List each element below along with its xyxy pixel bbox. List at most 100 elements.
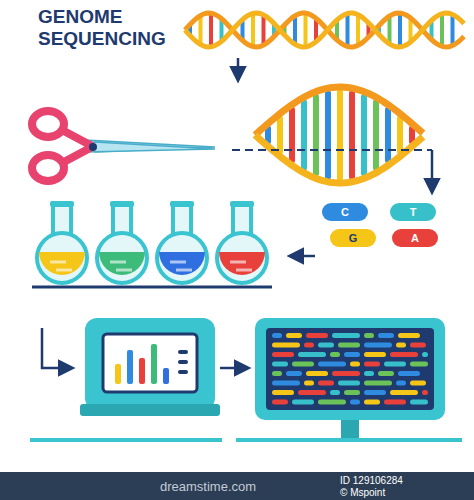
flask-bulb <box>217 233 267 283</box>
base-pair <box>349 93 355 177</box>
flask-liquid <box>39 252 85 275</box>
scissor-handle <box>62 130 92 146</box>
sequence-read <box>286 371 302 376</box>
flask-rim <box>170 201 194 207</box>
base-pair <box>388 16 392 44</box>
base-pair <box>301 102 307 168</box>
base-pair <box>325 93 331 177</box>
sequence-read <box>384 400 406 405</box>
base-pair <box>385 110 391 161</box>
liquid-shine <box>230 261 246 264</box>
sequence-read <box>364 371 374 376</box>
author-credit: © Mspoint <box>340 487 385 498</box>
sequence-read <box>350 362 360 367</box>
liquid-shine <box>116 269 132 272</box>
sequence-read <box>338 343 360 348</box>
base-pair <box>293 16 297 44</box>
screen-mark <box>178 370 188 374</box>
flask-rim <box>50 201 74 207</box>
sequence-read <box>318 362 346 367</box>
monitor-screen <box>266 328 434 410</box>
sequence-read <box>332 333 360 338</box>
sequence-read <box>398 371 420 376</box>
base-pair <box>346 14 350 47</box>
base-pair <box>199 15 203 44</box>
sequence-read <box>364 390 386 395</box>
base-pair <box>304 13 308 47</box>
flask-bulb <box>157 233 207 283</box>
sequence-read <box>318 343 334 348</box>
chart-bar <box>151 344 157 384</box>
chart-bar <box>163 368 169 384</box>
sequence-read <box>390 352 418 357</box>
flow-arrow <box>237 58 240 80</box>
sequence-read <box>378 333 394 338</box>
base-pair <box>265 129 271 142</box>
screen-mark <box>178 350 188 354</box>
sequence-read <box>304 343 314 348</box>
sequence-read <box>378 371 394 376</box>
scissor-pivot <box>89 143 97 151</box>
flask-rim <box>230 201 254 207</box>
dna-strand <box>185 13 464 47</box>
sequence-read <box>304 381 314 386</box>
sequence-read <box>272 400 288 405</box>
base-pair <box>356 15 360 46</box>
image-id: ID 129106284 <box>340 475 403 486</box>
sequence-read <box>272 381 300 386</box>
title-block: GENOME SEQUENCING <box>38 6 178 50</box>
sequencer-base <box>80 404 220 416</box>
sequence-read <box>306 371 328 376</box>
base-letter: C <box>341 206 349 218</box>
base-pair <box>361 97 367 174</box>
base-pill: A <box>392 229 438 247</box>
sequence-read <box>344 352 360 357</box>
base-pair <box>337 92 343 178</box>
screen-mark <box>178 360 188 364</box>
sequence-read <box>272 390 294 395</box>
base-pair <box>440 14 444 47</box>
monitor-frame <box>255 318 445 420</box>
sequence-read <box>364 381 392 386</box>
sequence-read <box>286 333 302 338</box>
sequence-read <box>272 371 282 376</box>
sequence-read <box>292 400 314 405</box>
monitor-stand <box>341 420 359 438</box>
scissor-handle <box>32 155 64 181</box>
sequence-read <box>384 362 406 367</box>
sequence-read <box>410 343 426 348</box>
base-pair <box>409 129 415 142</box>
flask-bulb <box>37 233 87 283</box>
chart-bar <box>127 350 133 384</box>
base-pair <box>251 13 255 46</box>
sequence-read <box>350 400 360 405</box>
sequence-read <box>298 352 326 357</box>
sequence-read <box>330 352 340 357</box>
base-pill: G <box>330 229 376 247</box>
sequence-read <box>398 333 420 338</box>
liquid-shine <box>236 269 252 272</box>
sequence-read <box>422 390 428 395</box>
sequence-read <box>318 400 346 405</box>
sequence-read <box>410 381 426 386</box>
flow-arrow <box>42 328 72 368</box>
flask-bulb <box>97 233 147 283</box>
sequence-read <box>410 400 428 405</box>
scissor-handle <box>62 147 92 163</box>
liquid-shine <box>50 261 66 264</box>
shelf <box>32 286 272 289</box>
sequence-read <box>396 343 406 348</box>
watermark: dreamstime.com <box>160 479 256 494</box>
flask-rim <box>110 201 134 207</box>
sequence-read <box>344 390 360 395</box>
sequence-read <box>272 333 282 338</box>
sequence-read <box>306 333 328 338</box>
flow-arrow <box>290 255 315 258</box>
flask-liquid <box>219 252 265 275</box>
cut-line <box>232 149 432 151</box>
sequence-read <box>272 352 294 357</box>
sequence-read <box>298 390 326 395</box>
sequence-read <box>272 362 288 367</box>
sequence-read <box>364 362 380 367</box>
flask-liquid <box>159 252 205 275</box>
